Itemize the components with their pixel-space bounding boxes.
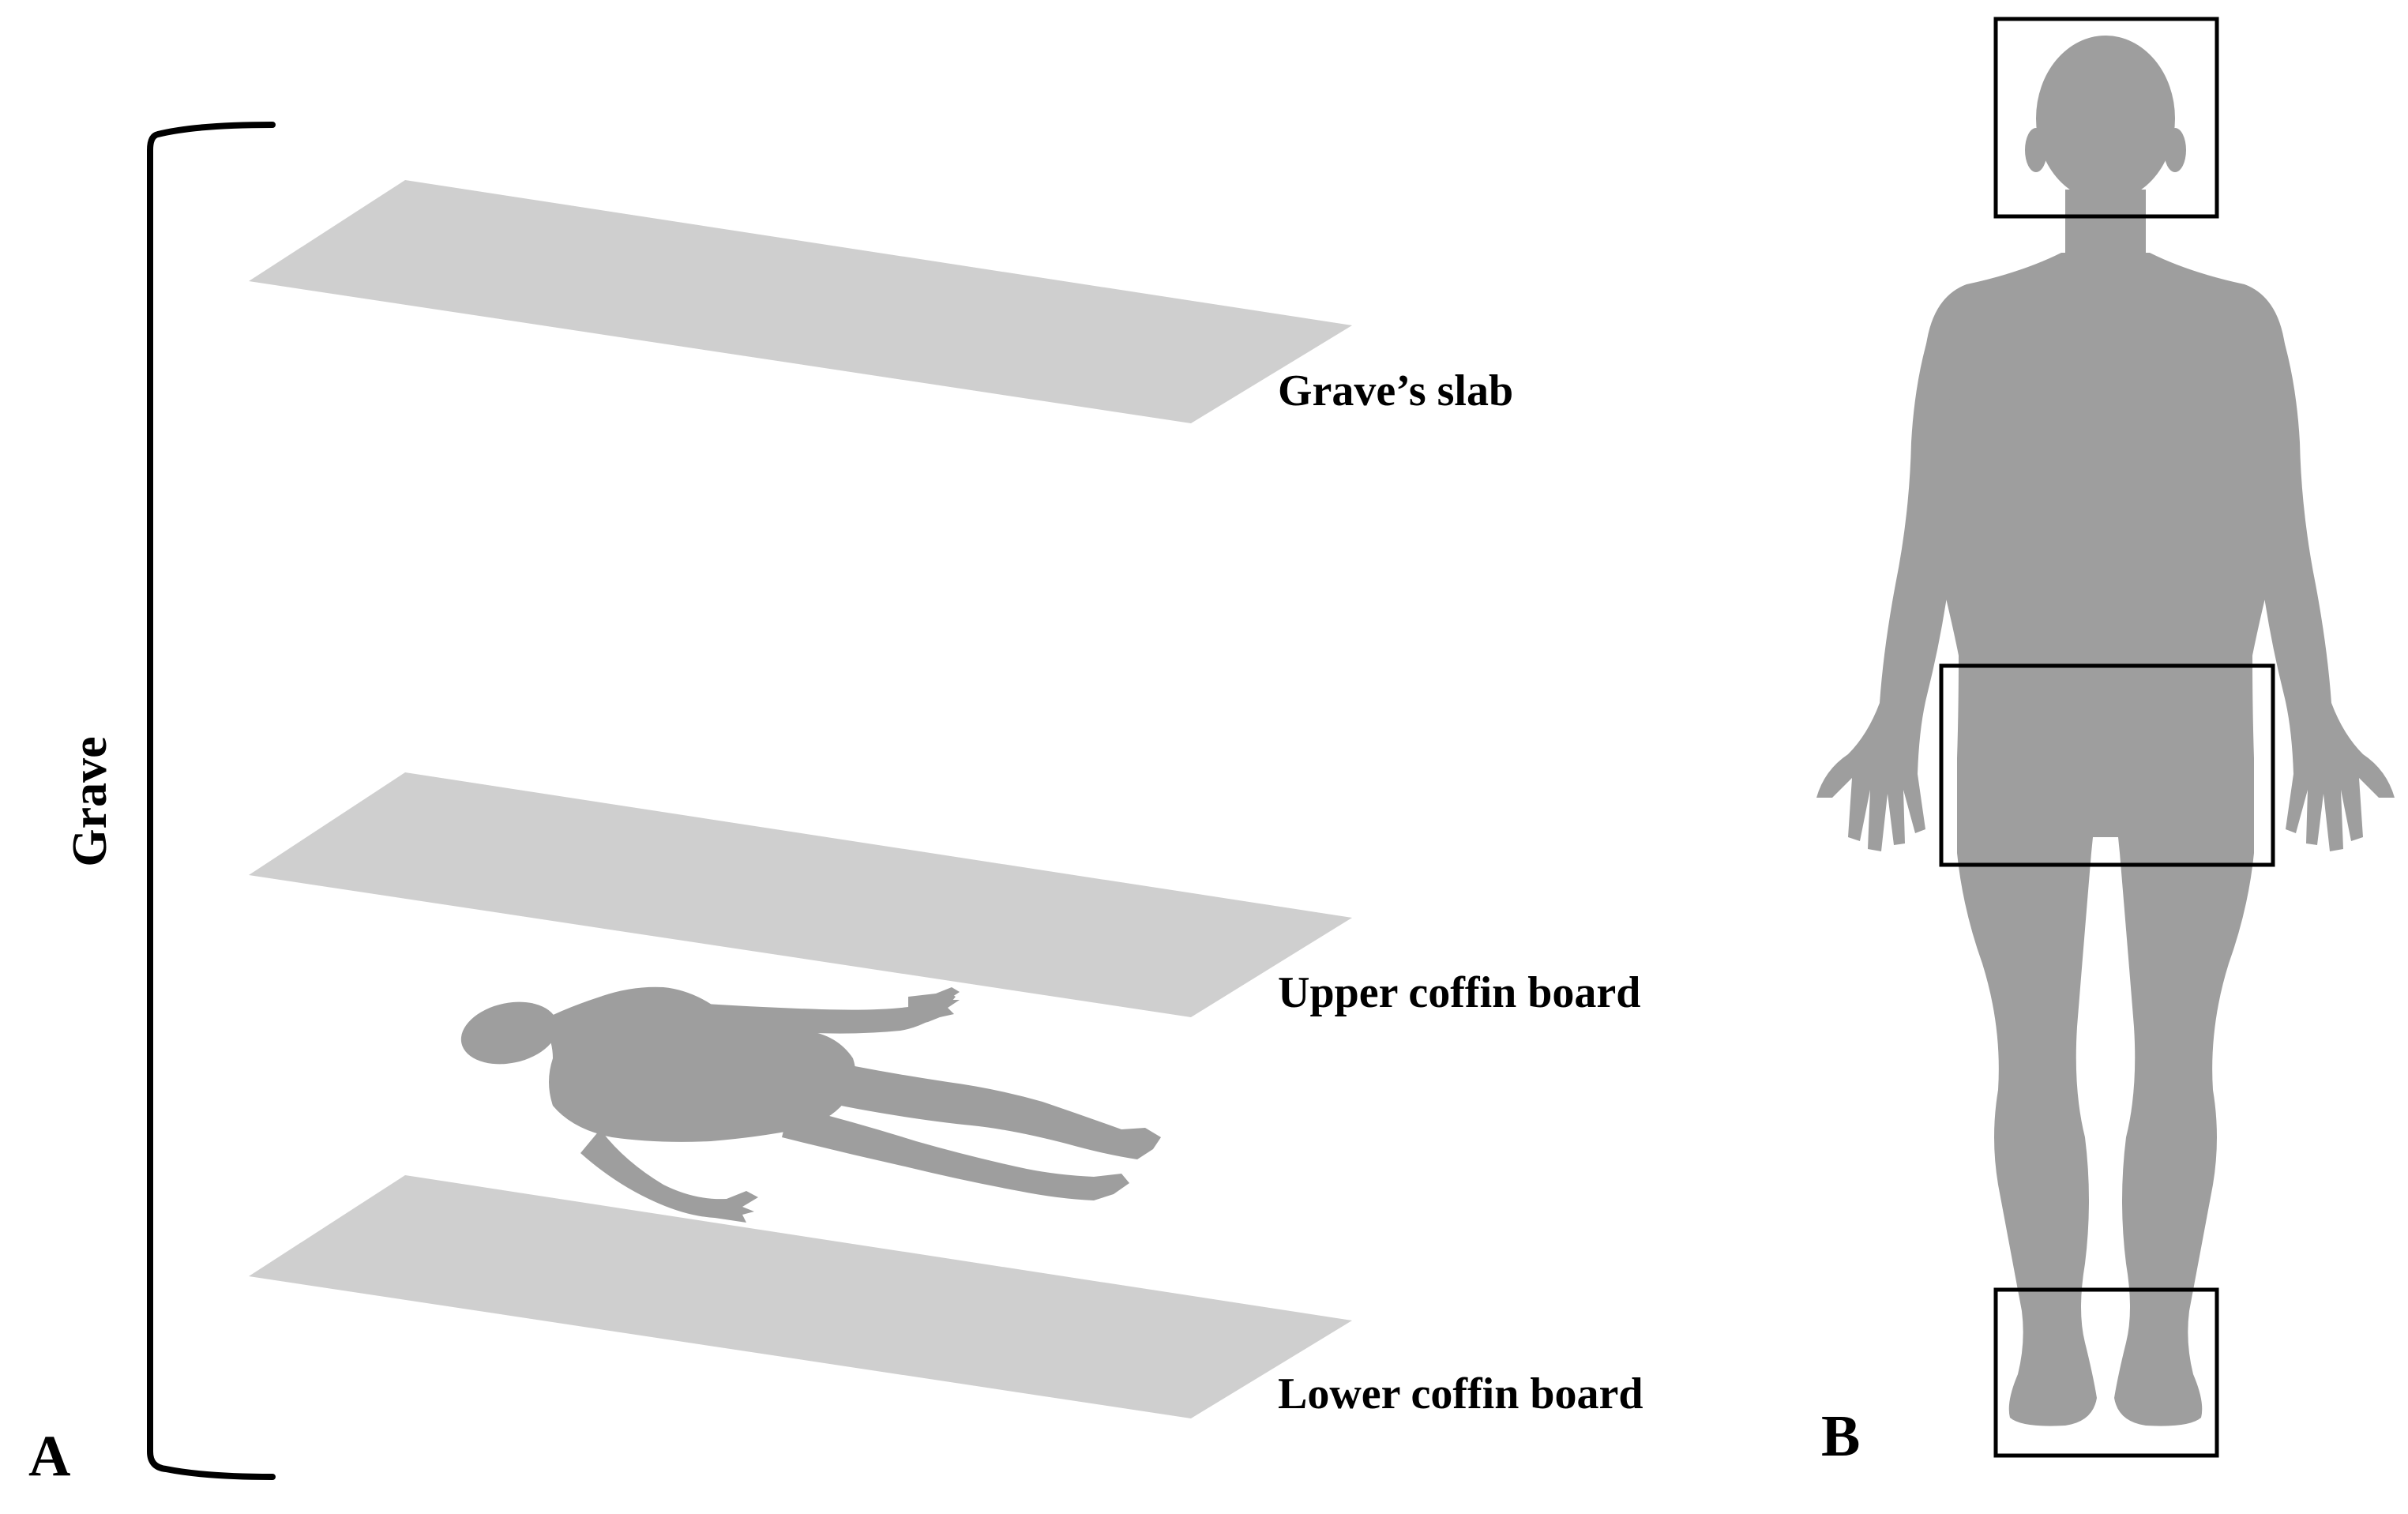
panel-a-letter: A <box>28 1424 70 1489</box>
standing-body-silhouette <box>1816 36 2395 1426</box>
panel-b-letter: B <box>1821 1404 1860 1469</box>
feet-region-box <box>1993 1287 2219 1458</box>
panel-b: B <box>1816 17 2395 1469</box>
panel-a: Grave Grave’s slab Upper coffin board Lo… <box>28 122 1644 1489</box>
graves-slab-label: Grave’s slab <box>1278 366 1513 415</box>
grave-label: Grave <box>63 736 117 866</box>
upper-coffin-board <box>249 772 1352 1017</box>
lower-coffin-board <box>249 1175 1352 1418</box>
graves-slab-board <box>249 180 1352 423</box>
head-region-box <box>1993 17 2219 219</box>
lying-body-silhouette <box>460 986 1161 1223</box>
lower-coffin-board-label: Lower coffin board <box>1278 1369 1644 1418</box>
pelvis-region-box <box>1939 663 2275 867</box>
grave-bracket <box>147 122 276 1480</box>
upper-coffin-board-label: Upper coffin board <box>1278 968 1640 1017</box>
